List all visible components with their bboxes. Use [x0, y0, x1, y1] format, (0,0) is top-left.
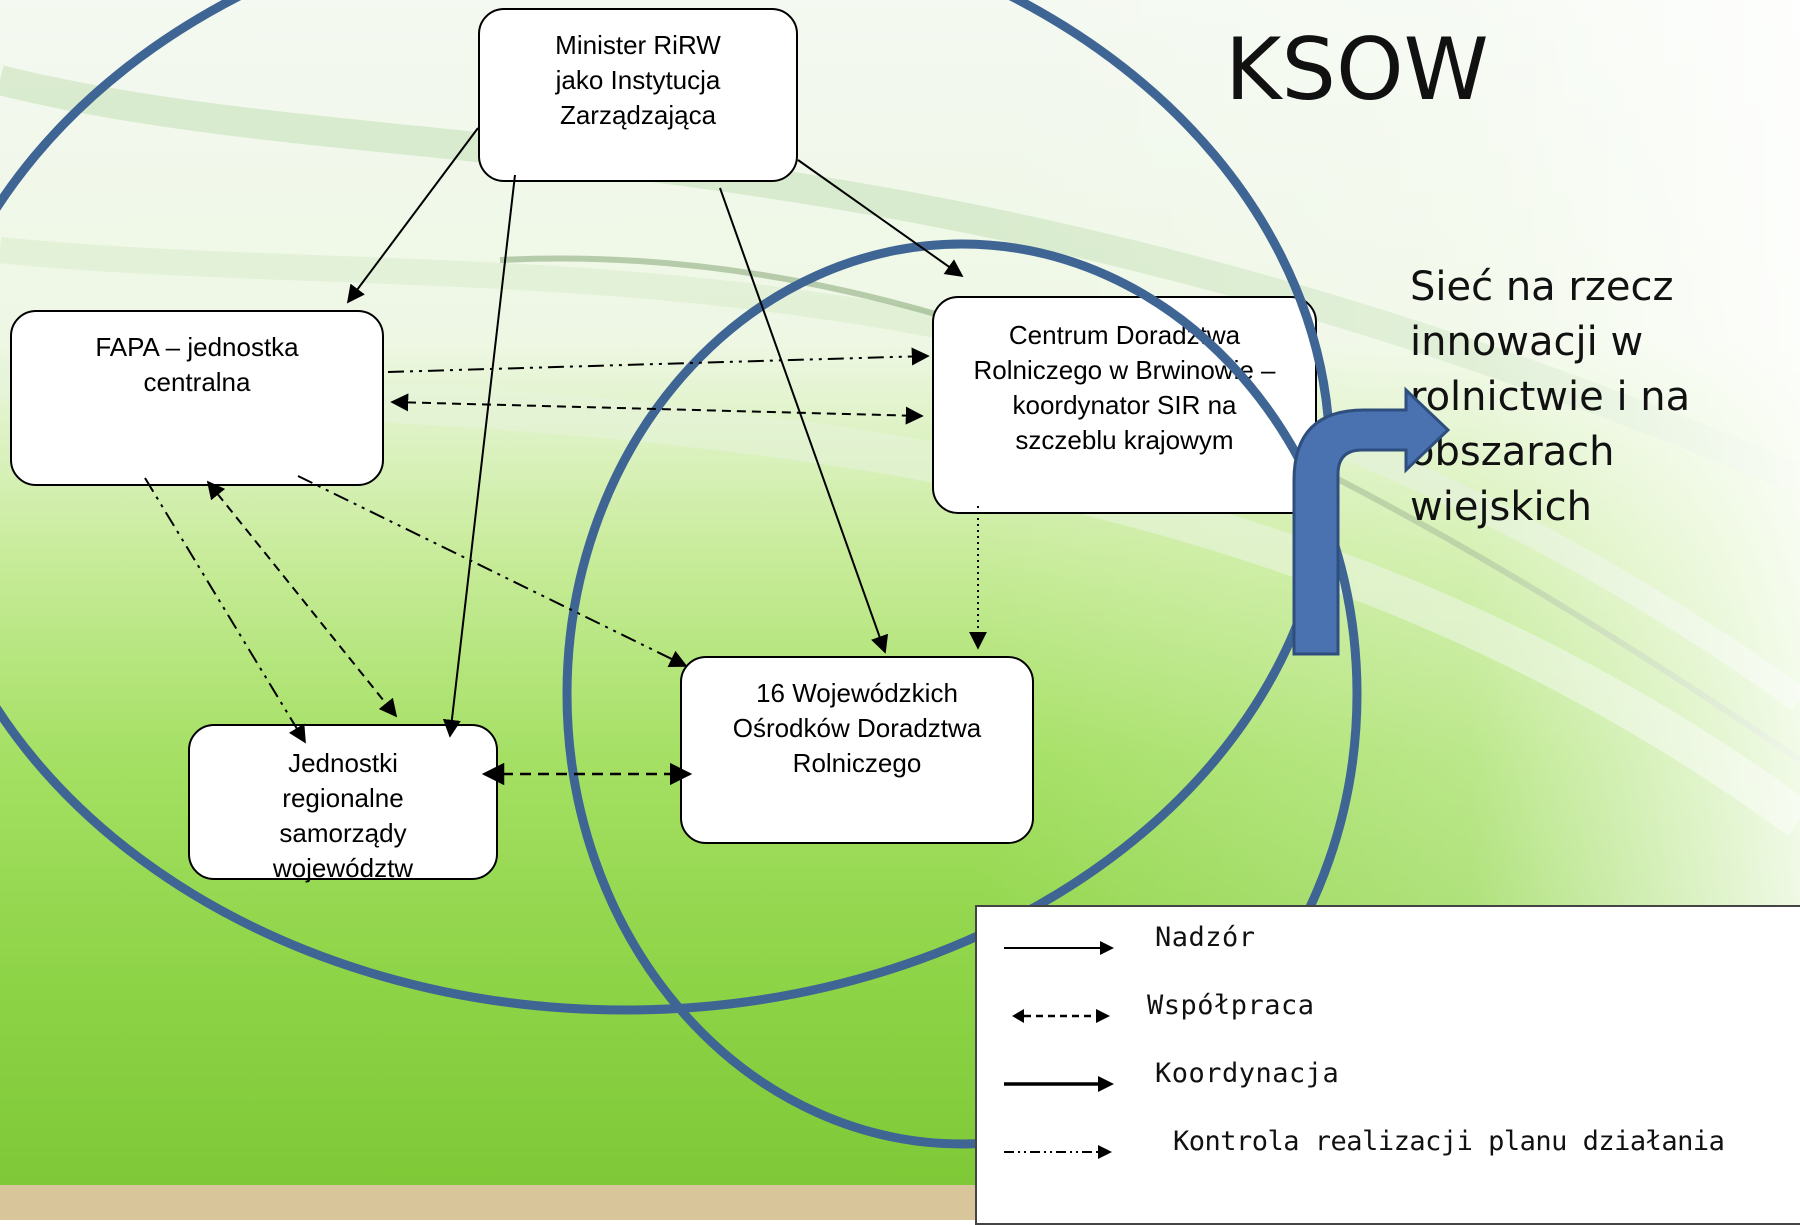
legend-label-coordination: Koordynacja: [1155, 1058, 1340, 1089]
arrow-minister-cdr: [797, 159, 964, 278]
legend-dashdot-arrow-icon: [1004, 1145, 1112, 1159]
node-regional: Jednostki regionalne samorządy województ…: [188, 724, 498, 883]
arrow-fapa-regional-cooperation: [206, 480, 398, 718]
network-pointer-arrow: [1292, 386, 1451, 656]
ksow-ellipse: [0, 0, 1335, 1015]
legend-thick-arrow-icon: [1004, 1076, 1114, 1092]
legend-label-supervision: Nadzór: [1155, 922, 1256, 953]
legend-row-control: Kontrola realizacji planu działania: [977, 1126, 1800, 1166]
node-minister: Minister RiRW jako Instytucja Zarządzają…: [478, 8, 798, 182]
arrow-fapa-cdr: [387, 347, 930, 373]
arrow-fapa-regional-control: [144, 477, 306, 744]
arrow-minister-regional: [442, 174, 516, 738]
legend-row-supervision: Nadzór: [977, 922, 1800, 962]
legend-row-cooperation: Współpraca: [977, 990, 1800, 1030]
legend-label-control: Kontrola realizacji planu działania: [1173, 1126, 1725, 1157]
arrow-minister-fapa: [346, 127, 479, 304]
node-cdr: Centrum Doradztwa Rolniczego w Brwinowie…: [932, 296, 1317, 514]
node-fapa: FAPA – jednostka centralna: [10, 310, 384, 486]
legend: Nadzór Współpraca Koordynacja Kontrola r…: [975, 905, 1800, 1225]
legend-solid-arrow-icon: [1004, 941, 1114, 955]
node-wodr: 16 Wojewódzkich Ośrodków Doradztwa Rolni…: [680, 656, 1034, 844]
page-title: KSOW: [1225, 20, 1489, 120]
footer-strip: [0, 1185, 975, 1220]
legend-dashed-arrow-icon: [1012, 1009, 1110, 1023]
legend-label-cooperation: Współpraca: [1147, 990, 1315, 1021]
legend-row-coordination: Koordynacja: [977, 1058, 1800, 1098]
network-label: Sieć na rzecz innowacji w rolnictwie i n…: [1410, 264, 1691, 530]
arrow-fapa-cdr-cooperation: [390, 393, 924, 425]
sir-ellipse: [562, 239, 1362, 1149]
arrow-fapa-wodr: [297, 475, 688, 667]
